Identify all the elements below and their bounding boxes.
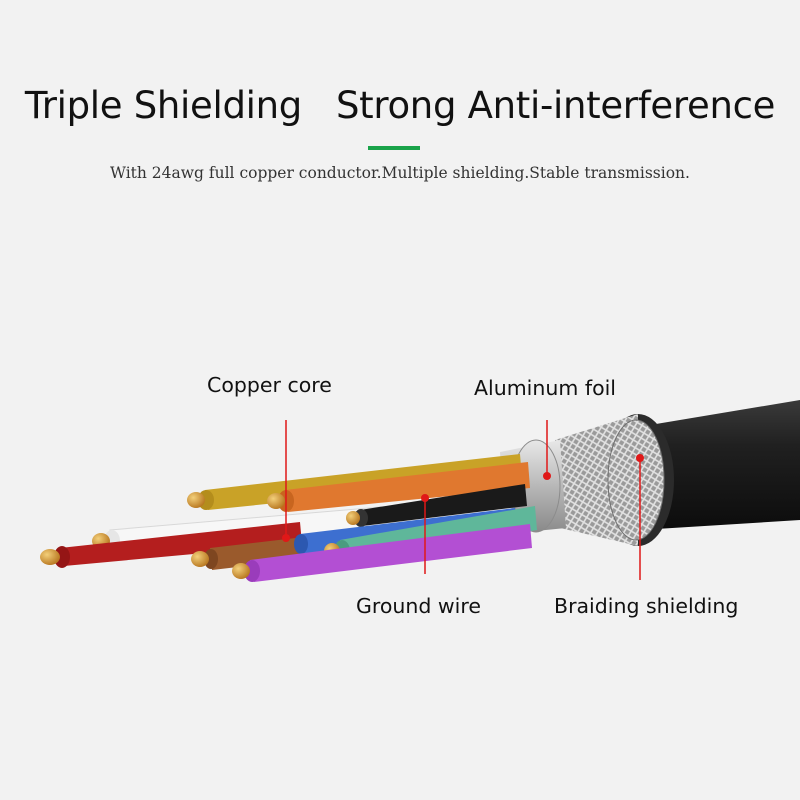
copper-tip bbox=[40, 549, 60, 565]
accent-underline bbox=[368, 146, 420, 150]
copper-tip bbox=[267, 493, 285, 509]
copper-tip bbox=[232, 563, 250, 579]
title-triple-shielding: Triple Shielding bbox=[24, 84, 302, 127]
pointer-ground-wire bbox=[421, 494, 429, 574]
copper-tip bbox=[346, 511, 360, 525]
wire-black-ground bbox=[360, 484, 527, 526]
pointer-braiding-shielding bbox=[636, 454, 644, 580]
label-copper-core: Copper core bbox=[207, 373, 332, 397]
pointer-copper-core bbox=[282, 420, 290, 542]
pointer-aluminum-foil bbox=[543, 420, 551, 480]
copper-tip bbox=[191, 551, 209, 567]
wire-orange bbox=[285, 462, 530, 512]
label-aluminum-foil: Aluminum foil bbox=[474, 376, 616, 400]
braiding-shield bbox=[555, 414, 665, 546]
title-anti-interference: Strong Anti-interference bbox=[335, 84, 776, 127]
wire-purple bbox=[250, 524, 532, 582]
label-braiding-shielding: Braiding shielding bbox=[554, 594, 739, 618]
wire-red bbox=[60, 522, 302, 566]
conductor-wires bbox=[40, 454, 537, 582]
copper-tip bbox=[187, 492, 205, 508]
label-ground-wire: Ground wire bbox=[356, 594, 481, 618]
subtitle: With 24awg full copper conductor.Multipl… bbox=[110, 164, 690, 182]
page-title: Triple Shielding Strong Anti-interference bbox=[0, 84, 800, 127]
